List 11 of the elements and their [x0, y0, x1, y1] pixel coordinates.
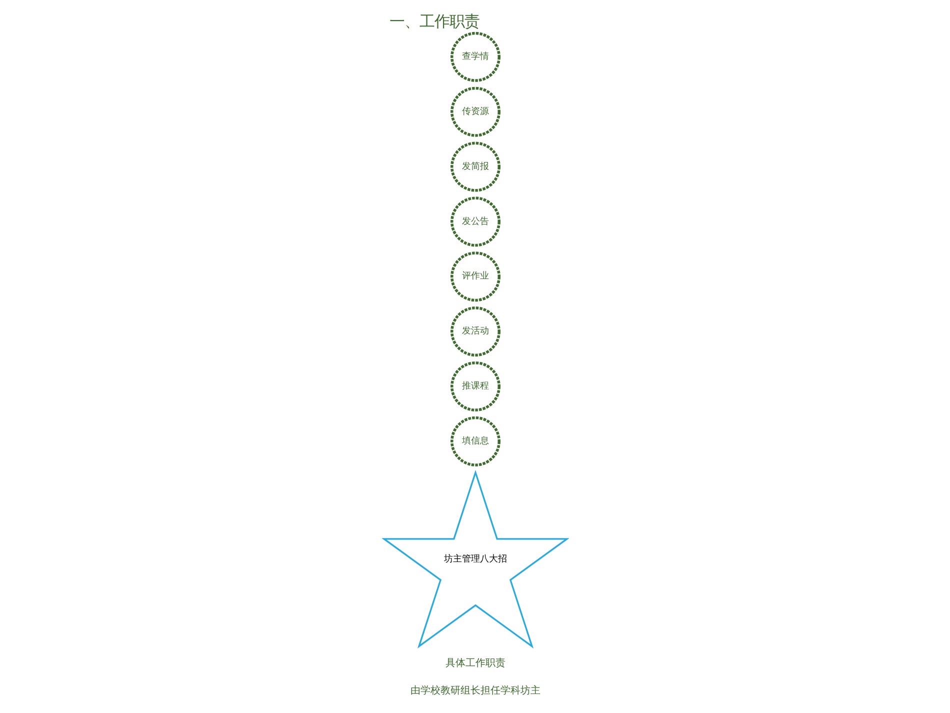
label: 具体工作职责: [445, 658, 506, 670]
node-circle: 查学情: [450, 32, 500, 82]
node-circle: 发公告: [450, 196, 500, 247]
node-circle: 推课程: [450, 361, 500, 412]
label: 由学校教研组长担任学科坊主: [410, 686, 540, 697]
node-circle: 评作业: [450, 252, 500, 302]
node-circle: 填信息: [450, 416, 500, 466]
node-circle: 发活动: [450, 306, 500, 356]
node-circle: 发简报: [450, 142, 500, 192]
diagram-title: 一、工作职责: [388, 12, 479, 30]
node-circle: 传资源: [450, 86, 500, 137]
